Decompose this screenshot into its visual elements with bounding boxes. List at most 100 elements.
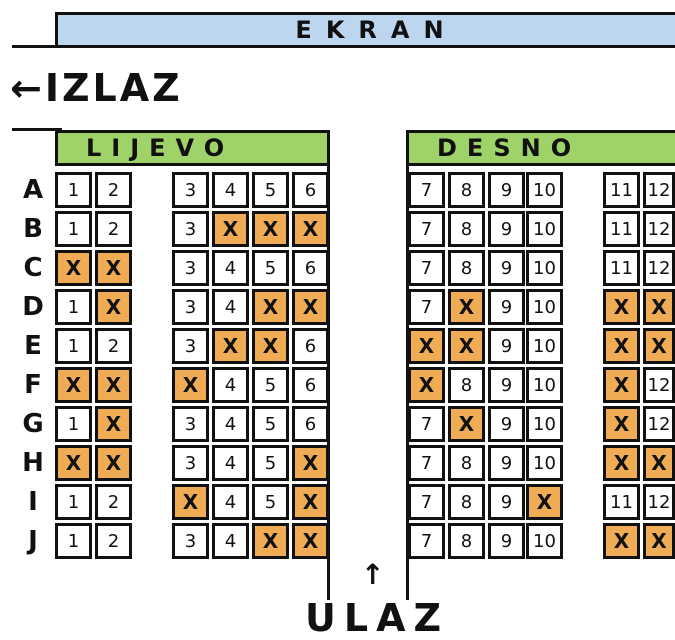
seat-H-9[interactable]: 9 bbox=[488, 445, 525, 481]
seat-J-7[interactable]: 7 bbox=[408, 523, 445, 559]
seat-B-6[interactable]: X bbox=[292, 211, 329, 247]
seat-H-4[interactable]: 4 bbox=[212, 445, 249, 481]
seat-J-6[interactable]: X bbox=[292, 523, 329, 559]
seat-E-3[interactable]: 3 bbox=[172, 328, 209, 364]
seat-H-12[interactable]: X bbox=[643, 445, 675, 481]
seat-E-9[interactable]: 9 bbox=[488, 328, 525, 364]
seat-D-1[interactable]: 1 bbox=[55, 289, 92, 325]
seat-G-5[interactable]: 5 bbox=[252, 406, 289, 442]
seat-A-11[interactable]: 11 bbox=[603, 172, 640, 208]
seat-C-12[interactable]: 12 bbox=[643, 250, 675, 286]
seat-I-11[interactable]: 11 bbox=[603, 484, 640, 520]
seat-A-3[interactable]: 3 bbox=[172, 172, 209, 208]
seat-J-2[interactable]: 2 bbox=[95, 523, 132, 559]
seat-I-5[interactable]: 5 bbox=[252, 484, 289, 520]
seat-I-9[interactable]: 9 bbox=[488, 484, 525, 520]
seat-D-12[interactable]: X bbox=[643, 289, 675, 325]
seat-H-10[interactable]: 10 bbox=[526, 445, 563, 481]
seat-H-5[interactable]: 5 bbox=[252, 445, 289, 481]
seat-F-3[interactable]: X bbox=[172, 367, 209, 403]
seat-E-11[interactable]: X bbox=[603, 328, 640, 364]
seat-I-8[interactable]: 8 bbox=[448, 484, 485, 520]
seat-F-4[interactable]: 4 bbox=[212, 367, 249, 403]
seat-J-9[interactable]: 9 bbox=[488, 523, 525, 559]
seat-H-2[interactable]: X bbox=[95, 445, 132, 481]
seat-D-6[interactable]: X bbox=[292, 289, 329, 325]
seat-E-4[interactable]: X bbox=[212, 328, 249, 364]
seat-A-6[interactable]: 6 bbox=[292, 172, 329, 208]
seat-A-8[interactable]: 8 bbox=[448, 172, 485, 208]
seat-C-7[interactable]: 7 bbox=[408, 250, 445, 286]
seat-B-8[interactable]: 8 bbox=[448, 211, 485, 247]
seat-J-1[interactable]: 1 bbox=[55, 523, 92, 559]
seat-B-10[interactable]: 10 bbox=[526, 211, 563, 247]
seat-F-2[interactable]: X bbox=[95, 367, 132, 403]
seat-C-10[interactable]: 10 bbox=[526, 250, 563, 286]
seat-E-5[interactable]: X bbox=[252, 328, 289, 364]
seat-B-3[interactable]: 3 bbox=[172, 211, 209, 247]
seat-J-5[interactable]: X bbox=[252, 523, 289, 559]
seat-E-8[interactable]: X bbox=[448, 328, 485, 364]
seat-H-1[interactable]: X bbox=[55, 445, 92, 481]
seat-C-3[interactable]: 3 bbox=[172, 250, 209, 286]
seat-E-10[interactable]: 10 bbox=[526, 328, 563, 364]
seat-I-6[interactable]: X bbox=[292, 484, 329, 520]
seat-F-6[interactable]: 6 bbox=[292, 367, 329, 403]
seat-F-12[interactable]: 12 bbox=[643, 367, 675, 403]
seat-G-12[interactable]: 12 bbox=[643, 406, 675, 442]
seat-F-10[interactable]: 10 bbox=[526, 367, 563, 403]
seat-F-1[interactable]: X bbox=[55, 367, 92, 403]
seat-A-1[interactable]: 1 bbox=[55, 172, 92, 208]
seat-B-4[interactable]: X bbox=[212, 211, 249, 247]
seat-C-2[interactable]: X bbox=[95, 250, 132, 286]
seat-F-7[interactable]: X bbox=[408, 367, 445, 403]
seat-I-1[interactable]: 1 bbox=[55, 484, 92, 520]
seat-J-4[interactable]: 4 bbox=[212, 523, 249, 559]
seat-G-2[interactable]: X bbox=[95, 406, 132, 442]
seat-A-2[interactable]: 2 bbox=[95, 172, 132, 208]
seat-I-2[interactable]: 2 bbox=[95, 484, 132, 520]
seat-G-10[interactable]: 10 bbox=[526, 406, 563, 442]
seat-B-9[interactable]: 9 bbox=[488, 211, 525, 247]
seat-J-12[interactable]: X bbox=[643, 523, 675, 559]
seat-G-3[interactable]: 3 bbox=[172, 406, 209, 442]
seat-H-7[interactable]: 7 bbox=[408, 445, 445, 481]
seat-E-6[interactable]: 6 bbox=[292, 328, 329, 364]
seat-C-9[interactable]: 9 bbox=[488, 250, 525, 286]
seat-B-11[interactable]: 11 bbox=[603, 211, 640, 247]
seat-E-2[interactable]: 2 bbox=[95, 328, 132, 364]
seat-D-7[interactable]: 7 bbox=[408, 289, 445, 325]
seat-A-7[interactable]: 7 bbox=[408, 172, 445, 208]
seat-E-12[interactable]: X bbox=[643, 328, 675, 364]
seat-A-12[interactable]: 12 bbox=[643, 172, 675, 208]
seat-J-11[interactable]: X bbox=[603, 523, 640, 559]
seat-C-5[interactable]: 5 bbox=[252, 250, 289, 286]
seat-G-4[interactable]: 4 bbox=[212, 406, 249, 442]
seat-F-9[interactable]: 9 bbox=[488, 367, 525, 403]
seat-E-1[interactable]: 1 bbox=[55, 328, 92, 364]
seat-D-4[interactable]: 4 bbox=[212, 289, 249, 325]
seat-B-12[interactable]: 12 bbox=[643, 211, 675, 247]
seat-G-6[interactable]: 6 bbox=[292, 406, 329, 442]
seat-D-10[interactable]: 10 bbox=[526, 289, 563, 325]
seat-J-8[interactable]: 8 bbox=[448, 523, 485, 559]
seat-E-7[interactable]: X bbox=[408, 328, 445, 364]
seat-C-1[interactable]: X bbox=[55, 250, 92, 286]
seat-G-11[interactable]: X bbox=[603, 406, 640, 442]
seat-B-1[interactable]: 1 bbox=[55, 211, 92, 247]
seat-C-4[interactable]: 4 bbox=[212, 250, 249, 286]
seat-A-5[interactable]: 5 bbox=[252, 172, 289, 208]
seat-B-5[interactable]: X bbox=[252, 211, 289, 247]
seat-G-1[interactable]: 1 bbox=[55, 406, 92, 442]
seat-D-2[interactable]: X bbox=[95, 289, 132, 325]
seat-F-5[interactable]: 5 bbox=[252, 367, 289, 403]
seat-I-4[interactable]: 4 bbox=[212, 484, 249, 520]
seat-J-3[interactable]: 3 bbox=[172, 523, 209, 559]
seat-B-2[interactable]: 2 bbox=[95, 211, 132, 247]
seat-H-6[interactable]: X bbox=[292, 445, 329, 481]
seat-B-7[interactable]: 7 bbox=[408, 211, 445, 247]
seat-A-9[interactable]: 9 bbox=[488, 172, 525, 208]
seat-F-11[interactable]: X bbox=[603, 367, 640, 403]
seat-D-11[interactable]: X bbox=[603, 289, 640, 325]
seat-H-8[interactable]: 8 bbox=[448, 445, 485, 481]
